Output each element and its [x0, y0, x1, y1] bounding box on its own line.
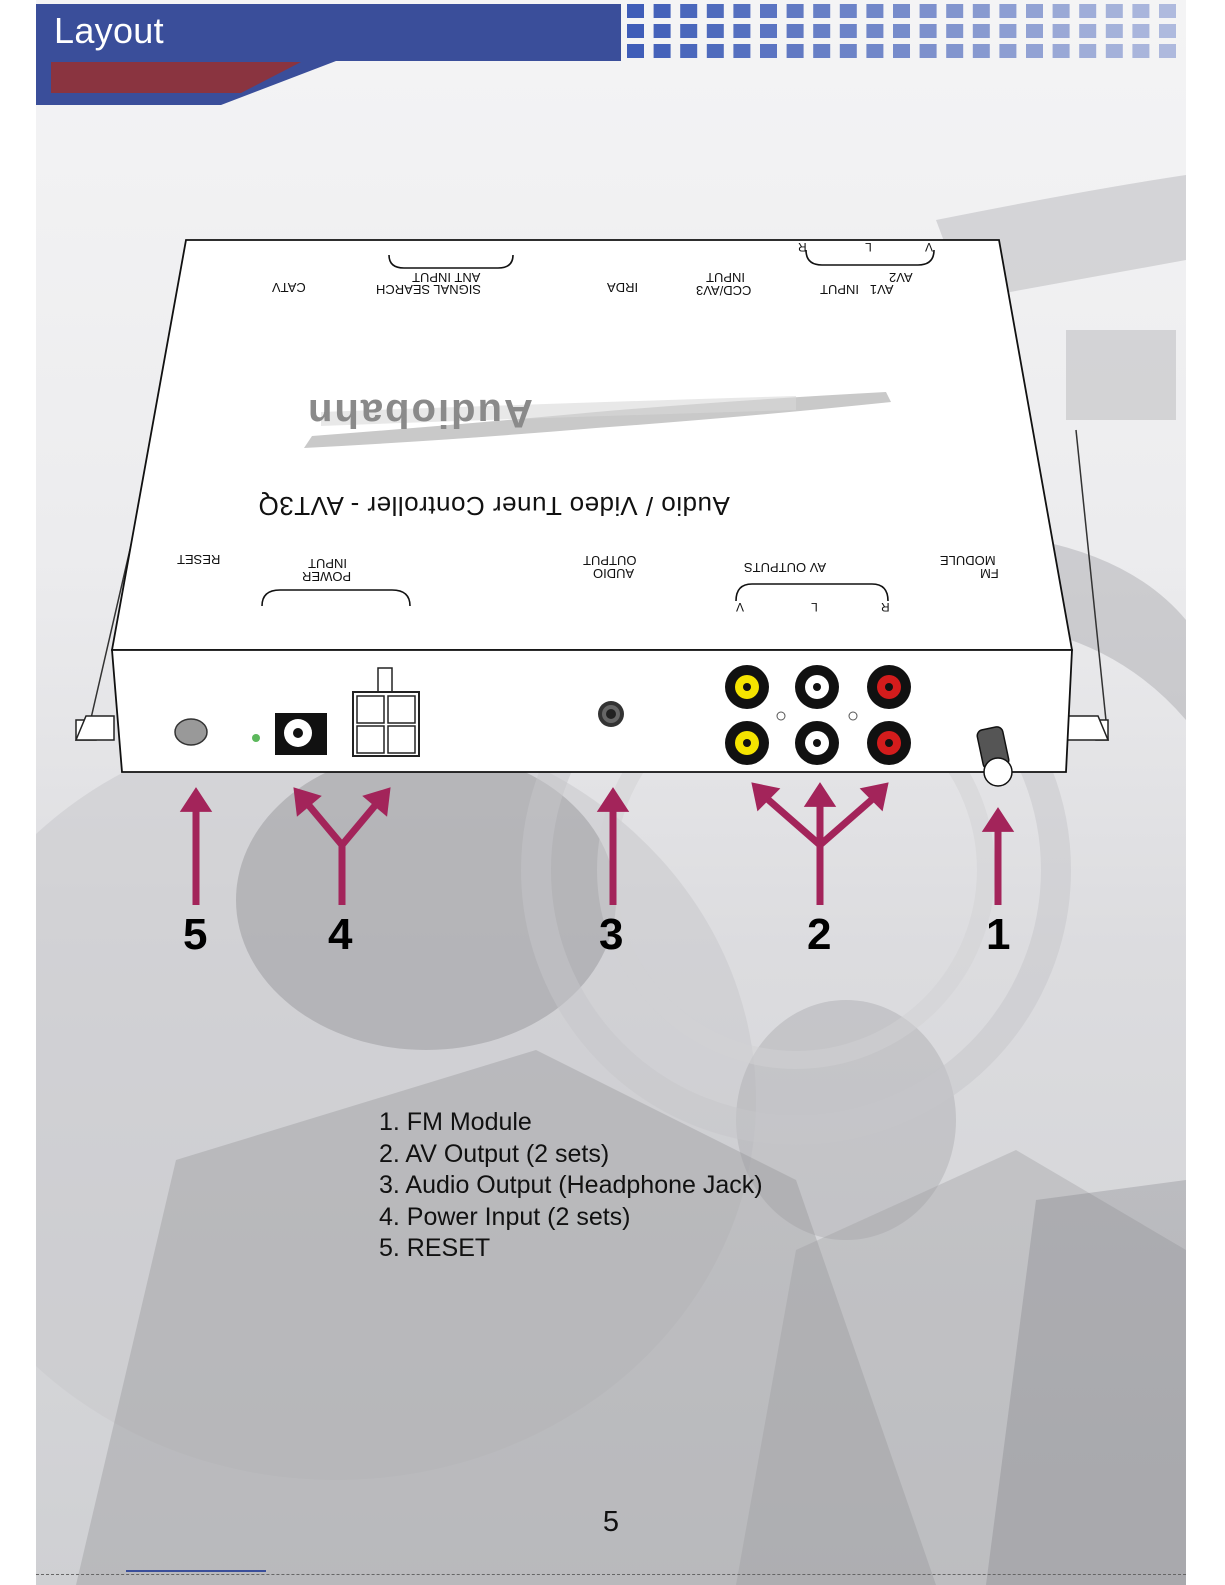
- callout-2: 2: [807, 910, 831, 960]
- label-audio-output: OUTPUT: [583, 553, 636, 568]
- arrow-head: [598, 788, 629, 811]
- device-model-title: Audio / Video Tuner Controller - AVT3Q: [258, 490, 730, 521]
- legend-item: 5. RESET: [379, 1233, 763, 1265]
- brand-logo: Audiobahn: [306, 390, 533, 435]
- label-ant-input: ANT INPUT: [412, 270, 480, 285]
- label-ccd-input: INPUT: [706, 270, 745, 285]
- label-irda: IRDA: [607, 280, 638, 295]
- legend-item: 1. FM Module: [379, 1107, 763, 1139]
- legend-item: 3. Audio Output (Headphone Jack): [379, 1170, 763, 1202]
- legend-item: 4. Power Input (2 sets): [379, 1202, 763, 1234]
- label-av2: AV2: [889, 270, 913, 285]
- arrow-head: [805, 783, 836, 806]
- manual-page: Layout: [36, 0, 1186, 1585]
- label-av-out-v: V: [736, 600, 744, 614]
- label-catv: CATV: [272, 280, 306, 295]
- label-audio: AUDIO: [593, 566, 634, 581]
- callout-4: 4: [328, 910, 352, 960]
- label-av-out-r: R: [881, 600, 890, 614]
- legend-item: 2. AV Output (2 sets): [379, 1139, 763, 1171]
- label-power-input: INPUT: [308, 556, 347, 571]
- callout-3: 3: [599, 910, 623, 960]
- label-av-out-l: L: [811, 600, 818, 614]
- footer-rule: [36, 1574, 1186, 1575]
- callout-1: 1: [986, 910, 1010, 960]
- label-power: POWER: [302, 569, 351, 584]
- page-number: 5: [36, 1506, 1186, 1539]
- arrow-head: [181, 788, 212, 811]
- label-fm: FM: [980, 566, 999, 581]
- label-av-in-v: V: [925, 240, 933, 254]
- label-av1-input: AV1 INPUT: [820, 282, 893, 297]
- footer-link-underline: [126, 1570, 266, 1572]
- arrow-head: [983, 808, 1014, 831]
- label-ccd-av3: CCD/AV3: [696, 283, 751, 298]
- label-av-in-r: R: [798, 240, 807, 254]
- label-reset: RESET: [177, 552, 220, 567]
- label-av-outputs: AV OUTPUTS: [744, 560, 826, 575]
- label-av-in-l: L: [865, 240, 872, 254]
- label-module: MODULE: [940, 553, 996, 568]
- callout-5: 5: [183, 910, 207, 960]
- component-legend: 1. FM Module 2. AV Output (2 sets) 3. Au…: [379, 1107, 763, 1265]
